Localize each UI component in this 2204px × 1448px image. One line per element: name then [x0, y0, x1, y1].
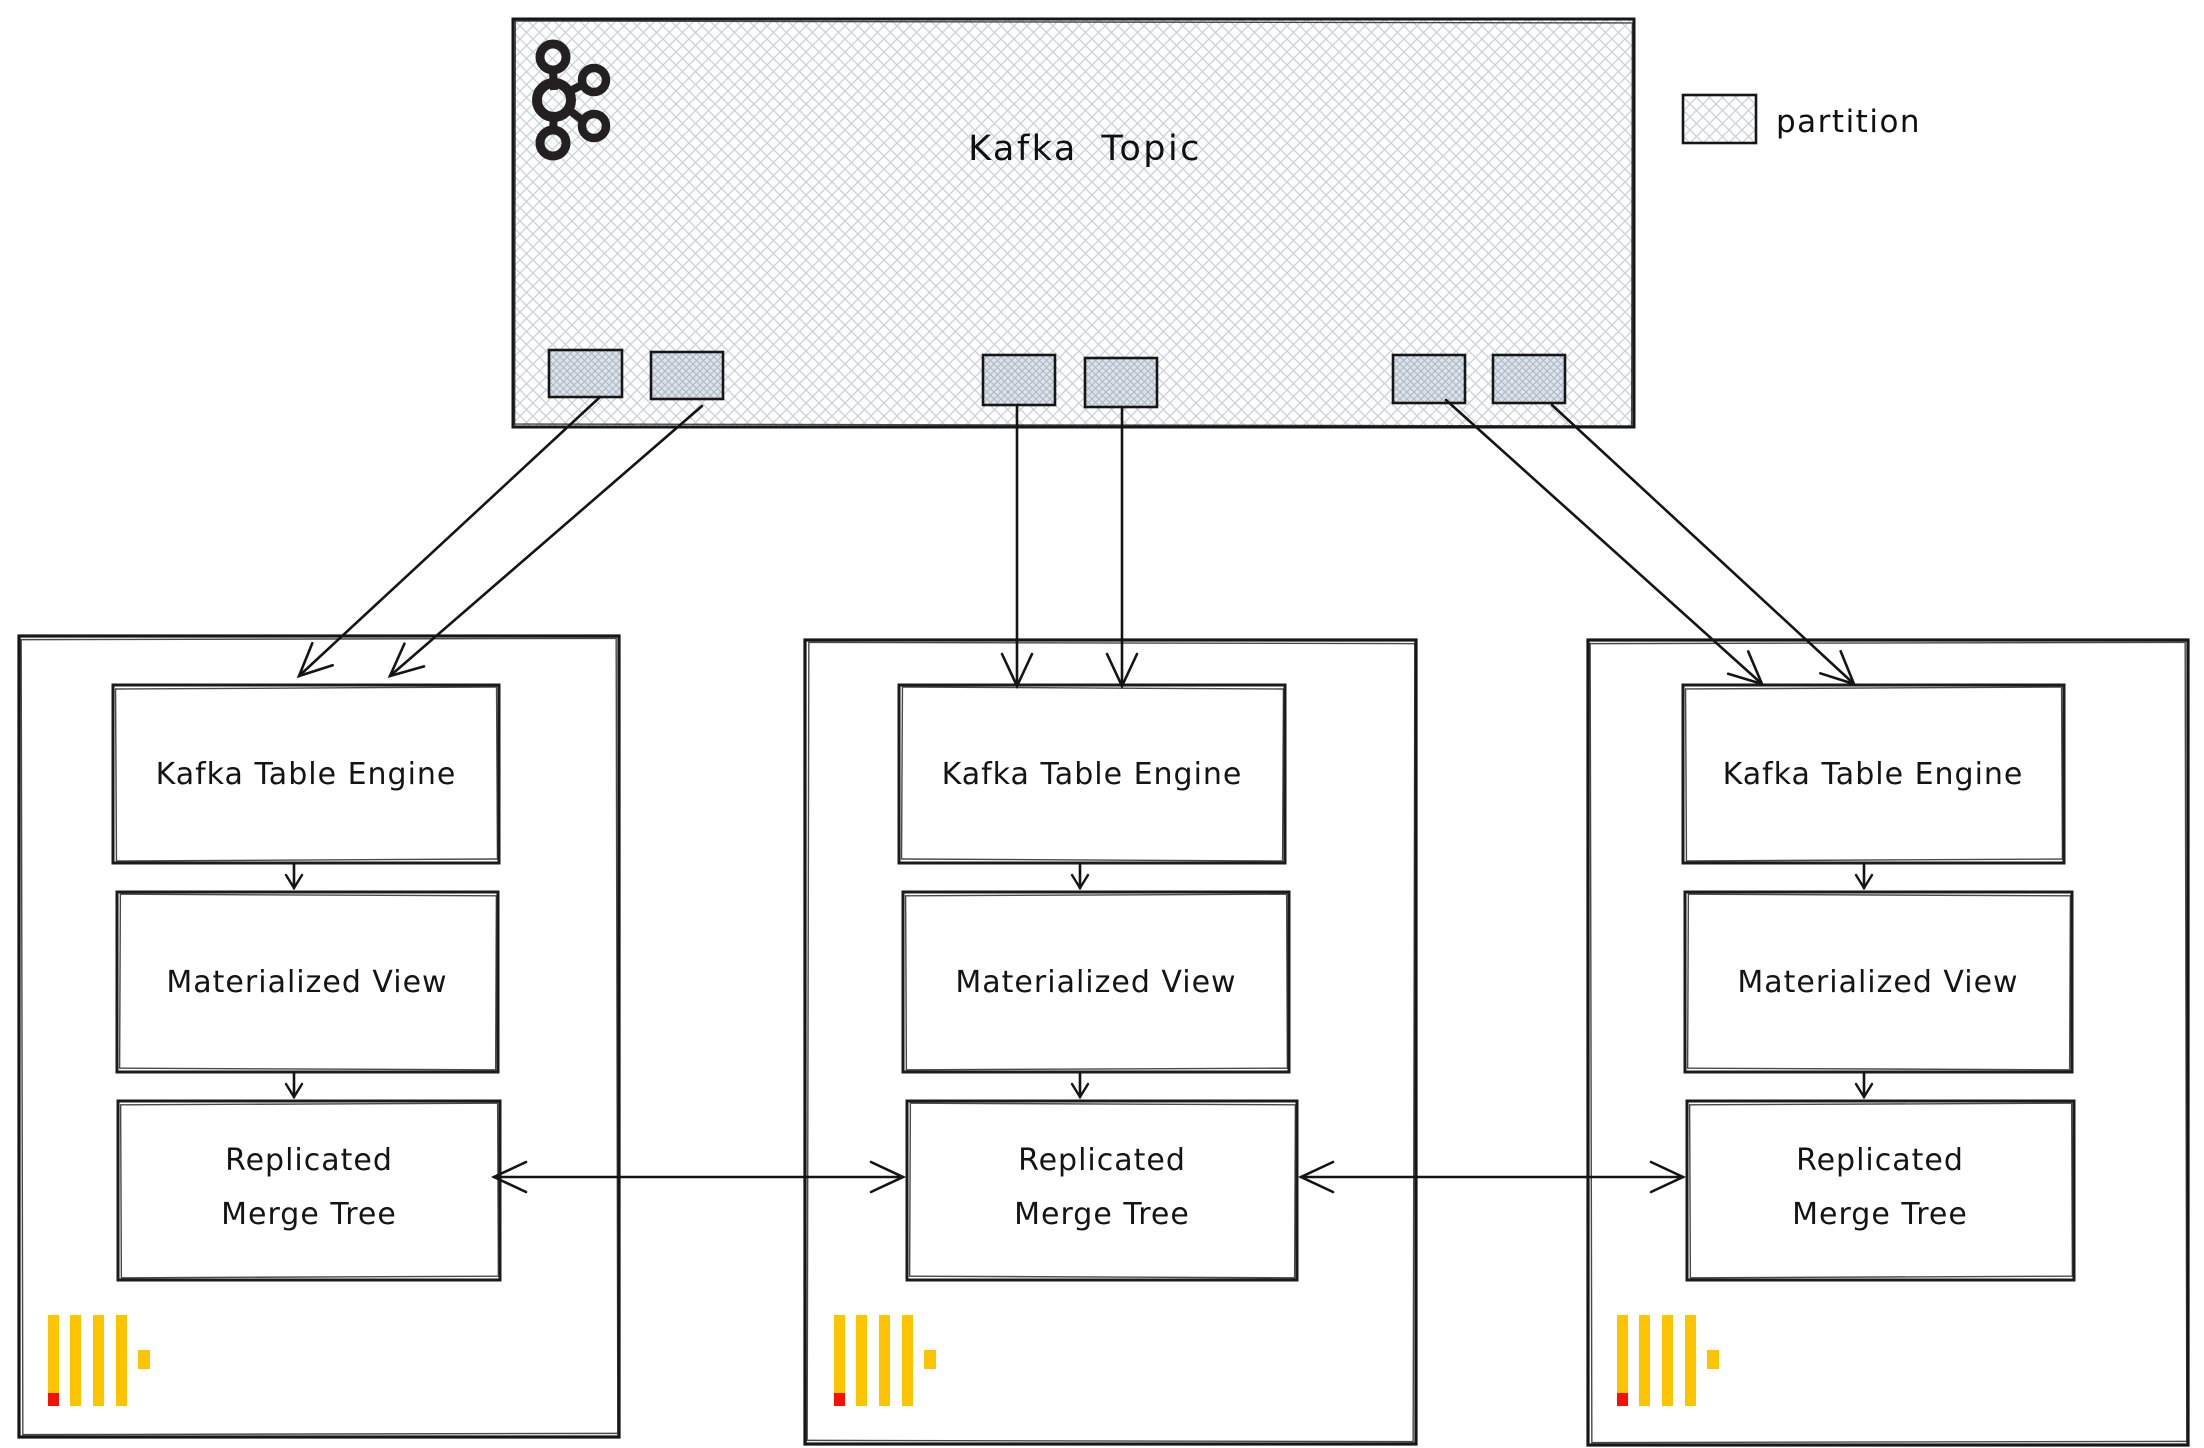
- replicated-merge-tree-label-line1: Replicated: [225, 1143, 393, 1178]
- node-box-sketch-line: [806, 641, 1416, 1443]
- kafka-logo-node: [577, 109, 611, 143]
- kafka-logo-icon: [532, 39, 611, 161]
- clickhouse-logo-accent: [48, 1393, 59, 1406]
- clickhouse-logo-bar: [879, 1315, 890, 1406]
- clickhouse-logo-bar: [116, 1315, 127, 1406]
- kafka-table-engine-box-sketch-line: [1684, 686, 2064, 862]
- replicated-merge-tree-label-line1: Replicated: [1018, 1143, 1186, 1178]
- clickhouse-logo-dot: [138, 1350, 150, 1369]
- replicated-merge-tree-box: [1685, 1099, 2076, 1282]
- replicated-merge-tree-label-line2: Merge Tree: [221, 1197, 397, 1232]
- arrow-partition5-to-node3: [1444, 398, 1765, 687]
- partition-box: [981, 353, 1057, 407]
- legend: partition: [1681, 93, 1921, 145]
- clickhouse-logo-accent: [1617, 1393, 1628, 1406]
- clickhouse-logo-bar: [1662, 1315, 1673, 1406]
- clickhouse-logo-bar: [93, 1315, 104, 1406]
- clickhouse-logo-icon: [48, 1315, 150, 1406]
- replicated-merge-tree-label-line2: Merge Tree: [1792, 1197, 1968, 1232]
- partition-box: [547, 348, 624, 399]
- partition-box: [1491, 353, 1567, 405]
- clickhouse-node-2: Kafka Table Engine Materialized View Rep…: [803, 638, 1418, 1446]
- kafka-table-engine-label: Kafka Table Engine: [1723, 757, 2024, 792]
- arrow-partition2-to-node1: [387, 404, 704, 679]
- materialized-view-label: Materialized View: [166, 965, 447, 1000]
- materialized-view-box: [115, 890, 500, 1074]
- clickhouse-logo-accent: [834, 1393, 845, 1406]
- kafka-table-engine-box: [897, 683, 1287, 865]
- clickhouse-logo-bar: [70, 1315, 81, 1406]
- kafka-topic-title: Kafka Topic: [968, 129, 1202, 169]
- kafka-logo-node: [535, 39, 571, 75]
- legend-partition-swatch: [1681, 93, 1758, 145]
- clickhouse-node-1: Kafka Table Engine Materialized View Rep…: [17, 634, 621, 1439]
- partition-box: [1083, 356, 1159, 409]
- arrow-partition1-to-node1: [296, 395, 602, 679]
- clickhouse-logo-icon: [1617, 1315, 1719, 1406]
- materialized-view-box-sketch-line: [904, 893, 1289, 1071]
- partition-box: [649, 350, 725, 401]
- kafka-logo-node: [577, 63, 611, 97]
- clickhouse-logo-icon: [834, 1315, 936, 1406]
- kafka-table-engine-box-sketch-line: [114, 686, 499, 862]
- clickhouse-logo-dot: [924, 1350, 936, 1369]
- node-box-sketch-line: [1589, 641, 2188, 1444]
- clickhouse-logo-bar: [1617, 1315, 1628, 1393]
- replicated-merge-tree-box-sketch-line: [1688, 1102, 2074, 1279]
- clickhouse-logo-bar: [902, 1315, 913, 1406]
- kafka-table-engine-label: Kafka Table Engine: [156, 757, 457, 792]
- node-box-sketch-line: [20, 637, 619, 1436]
- replicated-merge-tree-box: [116, 1099, 502, 1282]
- clickhouse-logo-bar: [1685, 1315, 1696, 1406]
- replicated-merge-tree-box: [905, 1099, 1299, 1282]
- kafka-logo-node: [532, 78, 576, 122]
- clickhouse-logo-bar: [48, 1315, 59, 1393]
- kafka-topic-group: Kafka Topic: [511, 17, 1636, 429]
- kafka-table-engine-box: [111, 683, 501, 865]
- materialized-view-box-sketch-line: [118, 893, 498, 1071]
- partition-box: [1391, 353, 1467, 405]
- materialized-view-box-sketch-line: [1686, 893, 2072, 1071]
- replicated-merge-tree-label-line1: Replicated: [1796, 1143, 1964, 1178]
- clickhouse-logo-bar: [1639, 1315, 1650, 1406]
- kafka-logo-node: [535, 125, 571, 161]
- materialized-view-label: Materialized View: [955, 965, 1236, 1000]
- arrows-layer: [294, 395, 1864, 1194]
- kafka-topic-box-sketch-line: [513, 20, 1634, 427]
- kafka-table-engine-box: [1681, 683, 2066, 865]
- kafka-table-engine-label: Kafka Table Engine: [942, 757, 1243, 792]
- replicated-merge-tree-box-sketch-line: [908, 1102, 1297, 1279]
- replicated-merge-tree-label-line2: Merge Tree: [1014, 1197, 1190, 1232]
- arrow-partition6-to-node3: [1550, 403, 1857, 687]
- materialized-view-label: Materialized View: [1737, 965, 2018, 1000]
- kafka-table-engine-box-sketch-line: [900, 686, 1285, 862]
- materialized-view-box: [901, 890, 1291, 1074]
- clickhouse-logo-bar: [856, 1315, 867, 1406]
- materialized-view-box: [1683, 890, 2074, 1074]
- clickhouse-node-3: Kafka Table Engine Materialized View Rep…: [1586, 638, 2190, 1447]
- clickhouse-logo-dot: [1707, 1350, 1719, 1369]
- clickhouse-logo-bar: [834, 1315, 845, 1393]
- legend-partition-label: partition: [1776, 104, 1921, 140]
